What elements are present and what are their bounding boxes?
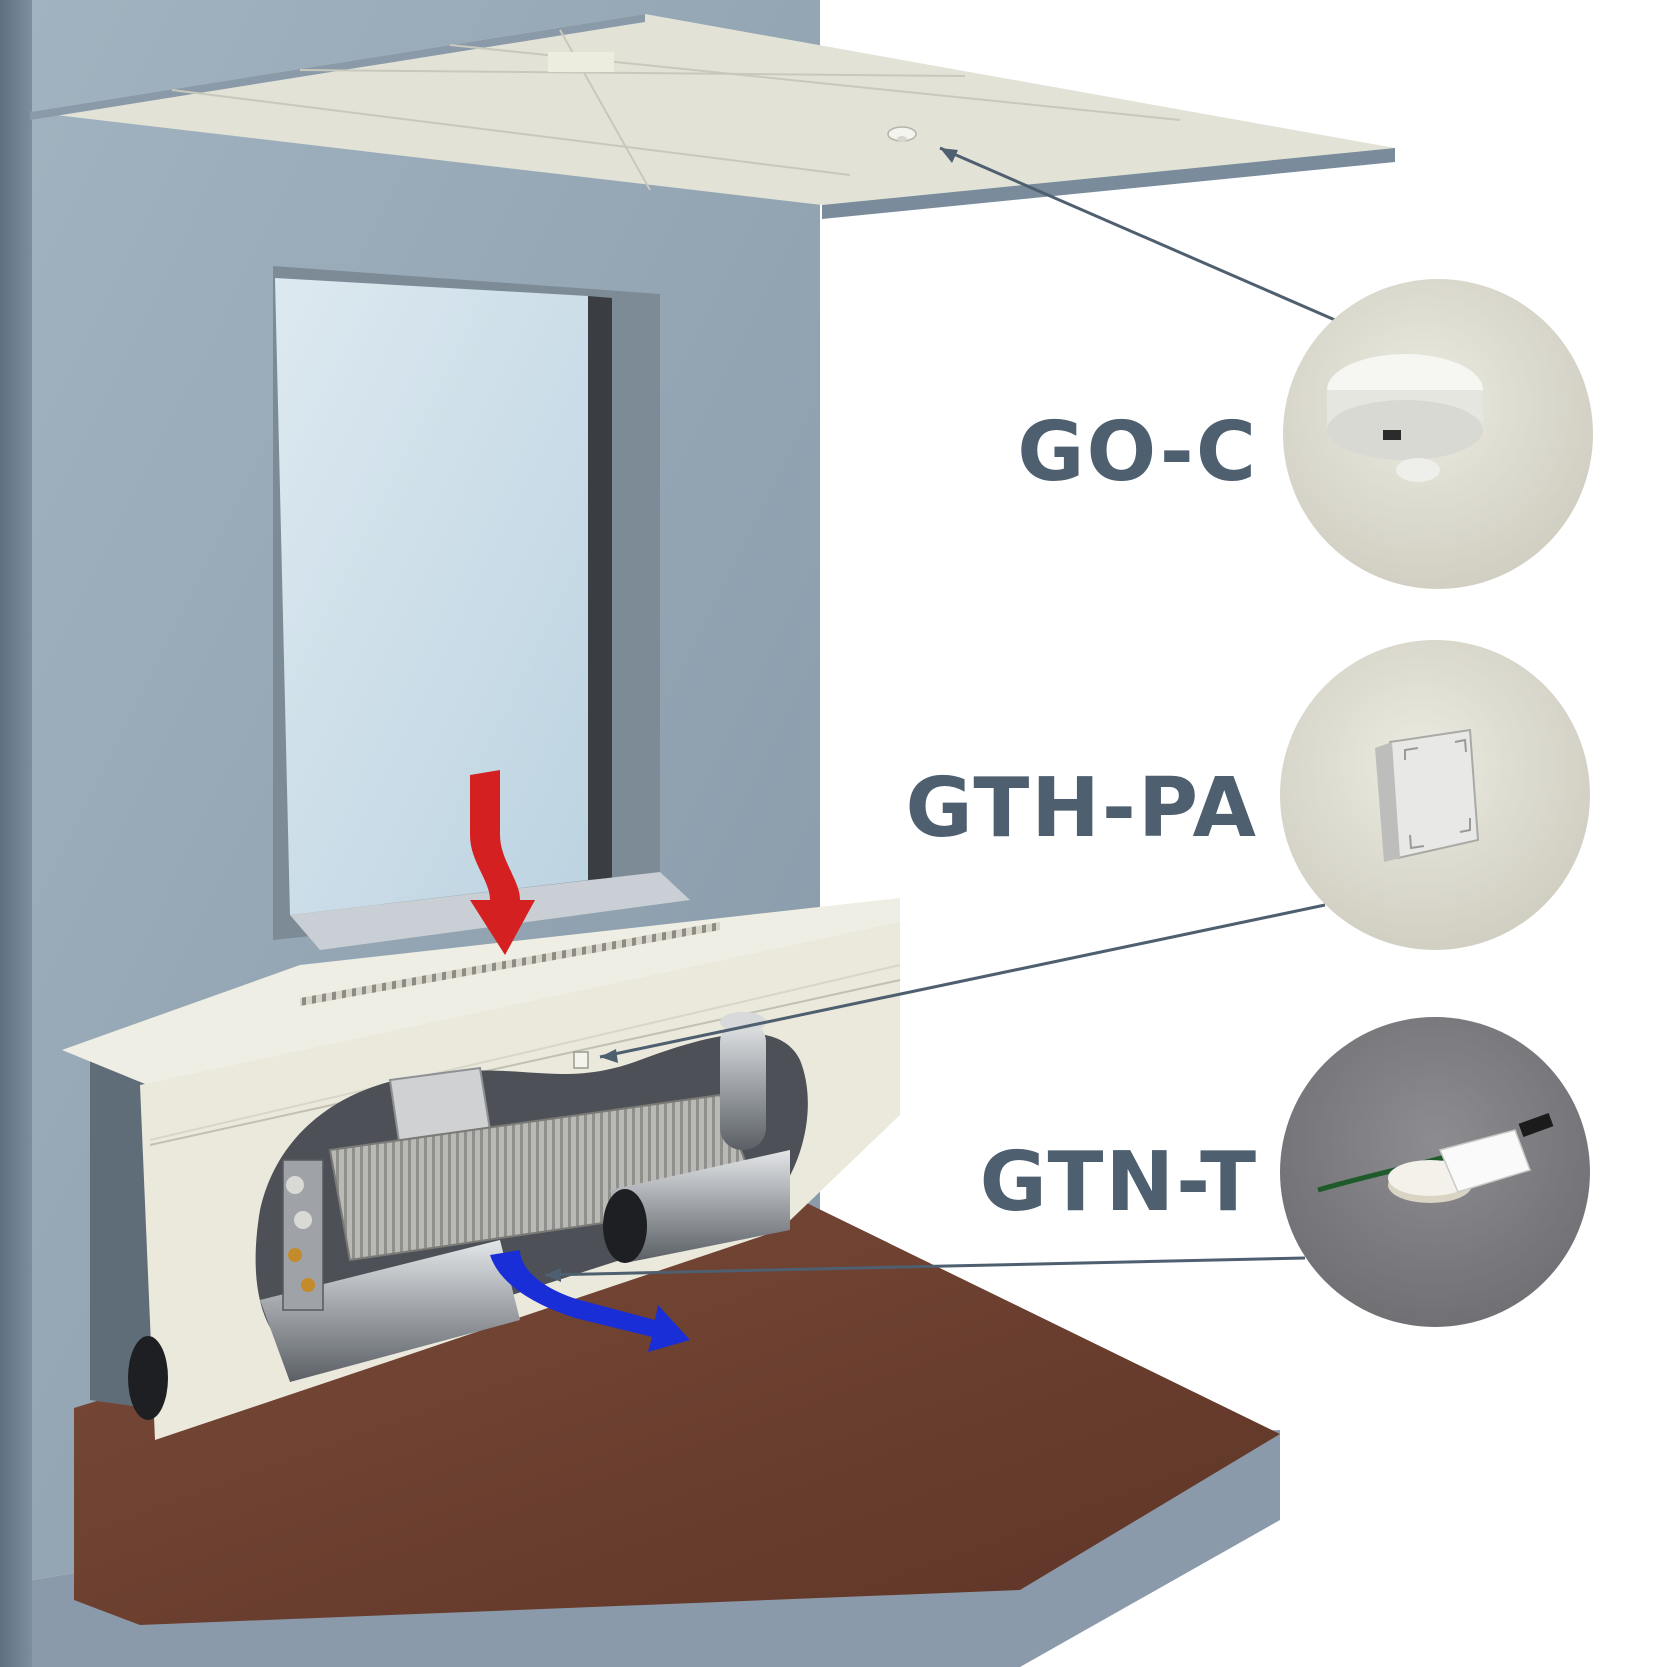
leader-gtn-t-arrowhead bbox=[545, 1268, 561, 1282]
gtn-t-sensor-icon bbox=[1317, 1112, 1554, 1203]
ceiling-slab-edge bbox=[822, 148, 1395, 219]
window bbox=[273, 266, 690, 950]
ceiling-vent-box bbox=[548, 52, 614, 72]
airflow-arrows bbox=[470, 770, 690, 1352]
go-c-sensor-icon bbox=[1327, 354, 1483, 482]
convector-internals bbox=[128, 1012, 790, 1420]
callout-go-c: GO-C bbox=[1017, 279, 1593, 589]
window-frame-dark bbox=[588, 296, 612, 880]
ceiling-sensor-device bbox=[887, 126, 917, 142]
leader-gth-pa-arrowhead bbox=[600, 1049, 618, 1063]
window-glass bbox=[275, 278, 588, 915]
warm-air-arrow bbox=[470, 770, 535, 955]
ceiling-slab-front-edge bbox=[30, 14, 645, 120]
leader-go-c bbox=[939, 146, 1336, 322]
leader-gtn-t bbox=[544, 1256, 1306, 1277]
gth-pa-sensor-icon bbox=[1375, 728, 1480, 862]
cabinet-seam-1 bbox=[149, 979, 901, 1146]
cabinet-grille bbox=[300, 922, 720, 1006]
cabinet-seam-2 bbox=[149, 964, 901, 1141]
wall-side-face bbox=[0, 0, 32, 1667]
outlet-duct-opening bbox=[128, 1336, 168, 1420]
callout-gtn-t: GTN-T bbox=[980, 1017, 1590, 1327]
leader-go-c-arrowhead bbox=[940, 148, 958, 163]
supply-duct-right bbox=[603, 1150, 790, 1263]
return-duct-left bbox=[260, 1240, 520, 1382]
cool-air-arrow bbox=[490, 1250, 690, 1352]
supply-duct-elbow bbox=[720, 1012, 766, 1150]
cabinet-top bbox=[62, 898, 900, 1086]
leader-lines bbox=[544, 146, 1336, 1282]
gth-pa-label: GTH-PA bbox=[906, 761, 1259, 856]
leader-gth-pa bbox=[599, 903, 1326, 1059]
go-c-label: GO-C bbox=[1017, 405, 1258, 500]
callout-gth-pa: GTH-PA bbox=[906, 640, 1590, 950]
valve-manifold bbox=[282, 1159, 324, 1311]
wall-sensor-marker bbox=[573, 1051, 589, 1069]
gtn-t-label: GTN-T bbox=[980, 1135, 1258, 1230]
floor-top bbox=[74, 1190, 1280, 1625]
